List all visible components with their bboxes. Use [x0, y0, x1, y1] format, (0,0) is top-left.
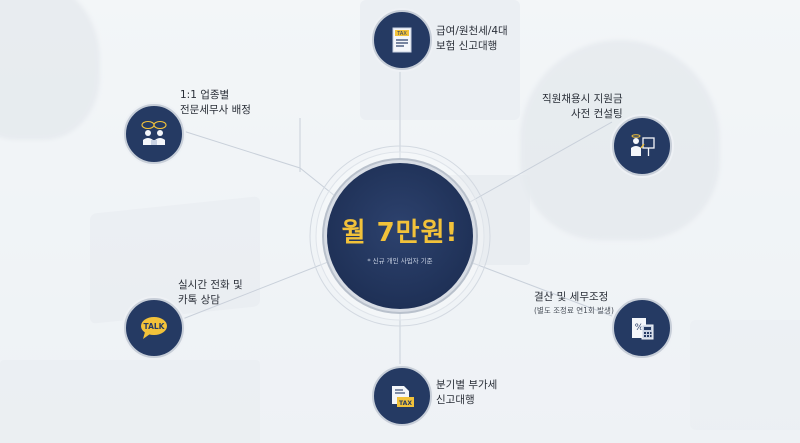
service-line2: 보험 신고대행	[436, 40, 498, 52]
service-label-talk: 실시간 전화 및 카톡 상담	[178, 278, 243, 308]
service-line1: 실시간 전화 및	[178, 279, 243, 291]
service-sub-note: (별도 조정료 연1회 발생)	[534, 306, 614, 315]
service-label-vat: 분기별 부가세 신고대행	[436, 378, 497, 408]
service-line2: 전문세무사 배정	[180, 104, 251, 116]
service-node-advisor	[124, 104, 184, 164]
connector-bottom-right	[469, 261, 613, 317]
hub-price: 월 7만원!	[341, 217, 459, 248]
hub-note: * 신규 개인 사업자 기준	[367, 256, 433, 265]
connector-bottom-left	[179, 261, 329, 321]
service-line1: 결산 및 세무조정	[534, 291, 609, 303]
service-line1: 급여/원천세/4대	[436, 25, 508, 37]
service-node-settlement: %	[612, 298, 672, 358]
service-line2: 사전 컨설팅	[570, 108, 623, 120]
price-hub: 월 7만원! * 신규 개인 사업자 기준	[327, 163, 473, 309]
service-line1: 분기별 부가세	[436, 379, 498, 391]
service-line1: 1:1 업종별	[180, 89, 230, 101]
connector-top-right	[469, 121, 613, 203]
service-line2: 신고대행	[436, 394, 475, 406]
service-line2: 카톡 상담	[178, 294, 220, 306]
service-line1: 직원채용시 지원금	[542, 93, 623, 105]
service-node-payroll: TAX	[372, 10, 432, 70]
service-node-vat: TAX	[372, 366, 432, 426]
service-label-settlement: 결산 및 세무조정 (별도 조정료 연1회 발생)	[534, 290, 614, 316]
consultant-presentation-icon	[631, 134, 655, 156]
talk-bubble-icon: TALK	[141, 317, 167, 339]
service-label-advisor: 1:1 업종별 전문세무사 배정	[180, 88, 251, 118]
service-node-talk: TALK	[124, 298, 184, 358]
tax-folder-icon: TAX	[392, 386, 414, 407]
svg-text:%: %	[635, 323, 644, 333]
tax-advisor-meeting-icon	[141, 120, 167, 145]
calculator-percent-icon: %	[632, 318, 654, 340]
service-node-hiring	[612, 116, 672, 176]
svg-text:TALK: TALK	[144, 322, 166, 331]
tax-document-icon: TAX	[392, 27, 412, 53]
svg-text:TAX: TAX	[399, 400, 412, 407]
service-label-hiring: 직원채용시 지원금 사전 컨설팅	[542, 92, 623, 122]
connector-top-left	[179, 129, 336, 197]
svg-text:TAX: TAX	[396, 31, 407, 37]
service-label-payroll: 급여/원천세/4대 보험 신고대행	[436, 24, 508, 54]
hub-outer-ring	[309, 145, 491, 327]
